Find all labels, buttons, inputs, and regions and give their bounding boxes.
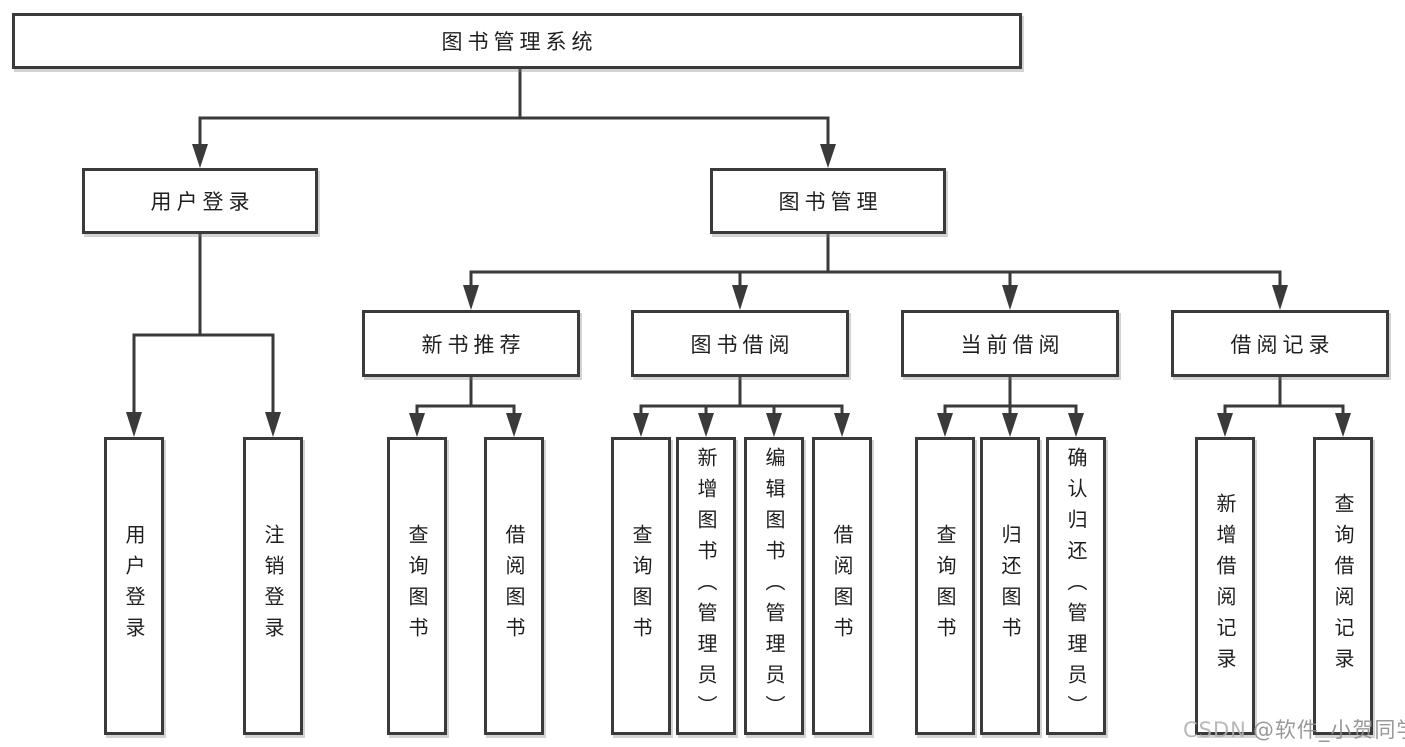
leaf-user-login: 用户登录	[104, 437, 164, 735]
csdn-watermark-prefix: CSDN	[1183, 718, 1247, 742]
leaf-nbr-query-book-label: 查询图书	[405, 524, 429, 648]
csdn-watermark: CSDN@软件_小贺同学	[1183, 714, 1405, 744]
leaf-cb-confirm-return-admin: 确认归还（管理员）	[1046, 437, 1106, 735]
node-new-book-recommend: 新书推荐	[362, 310, 580, 377]
leaf-logout-login: 注销登录	[243, 437, 303, 735]
leaf-br-add-record: 新增借阅记录	[1195, 437, 1255, 735]
leaf-br-query-record-label: 查询借阅记录	[1331, 493, 1355, 679]
node-book-borrow: 图书借阅	[631, 310, 849, 377]
node-library-system-label: 图书管理系统	[441, 30, 598, 54]
leaf-cb-return-book-label: 归还图书	[998, 524, 1022, 648]
node-borrow-records: 借阅记录	[1171, 310, 1389, 377]
leaf-nbr-query-book: 查询图书	[387, 437, 447, 735]
leaf-bb-add-book-admin: 新增图书（管理员）	[676, 437, 736, 735]
leaf-bb-edit-book-admin-label: 编辑图书（管理员）	[762, 446, 786, 726]
leaf-nbr-borrow-book-label: 借阅图书	[502, 524, 526, 648]
node-user-login: 用户登录	[82, 168, 318, 234]
leaf-bb-edit-book-admin: 编辑图书（管理员）	[744, 437, 804, 735]
leaf-bb-borrow-book: 借阅图书	[812, 437, 872, 735]
leaf-logout-login-label: 注销登录	[261, 524, 285, 648]
leaf-cb-query-book: 查询图书	[915, 437, 975, 735]
leaf-br-query-record: 查询借阅记录	[1313, 437, 1373, 735]
leaf-br-add-record-label: 新增借阅记录	[1213, 493, 1237, 679]
node-book-management-label: 图书管理	[778, 190, 883, 214]
leaf-cb-query-book-label: 查询图书	[933, 524, 957, 648]
node-borrow-records-label: 借阅记录	[1230, 332, 1335, 357]
leaf-bb-query-book: 查询图书	[611, 437, 671, 735]
leaf-bb-borrow-book-label: 借阅图书	[830, 524, 854, 648]
leaf-bb-add-book-admin-label: 新增图书（管理员）	[694, 446, 718, 726]
leaf-cb-return-book: 归还图书	[980, 437, 1040, 735]
node-book-management: 图书管理	[710, 168, 946, 234]
node-user-login-label: 用户登录	[150, 190, 255, 214]
node-library-system: 图书管理系统	[12, 13, 1022, 69]
csdn-watermark-handle: @软件_小贺同学	[1252, 718, 1405, 742]
node-current-borrow: 当前借阅	[901, 310, 1119, 377]
leaf-nbr-borrow-book: 借阅图书	[484, 437, 544, 735]
node-current-borrow-label: 当前借阅	[960, 332, 1065, 357]
node-book-borrow-label: 图书借阅	[690, 332, 795, 357]
node-new-book-recommend-label: 新书推荐	[421, 332, 526, 357]
leaf-cb-confirm-return-admin-label: 确认归还（管理员）	[1064, 446, 1088, 726]
leaf-user-login-label: 用户登录	[122, 524, 146, 648]
leaf-bb-query-book-label: 查询图书	[629, 524, 653, 648]
